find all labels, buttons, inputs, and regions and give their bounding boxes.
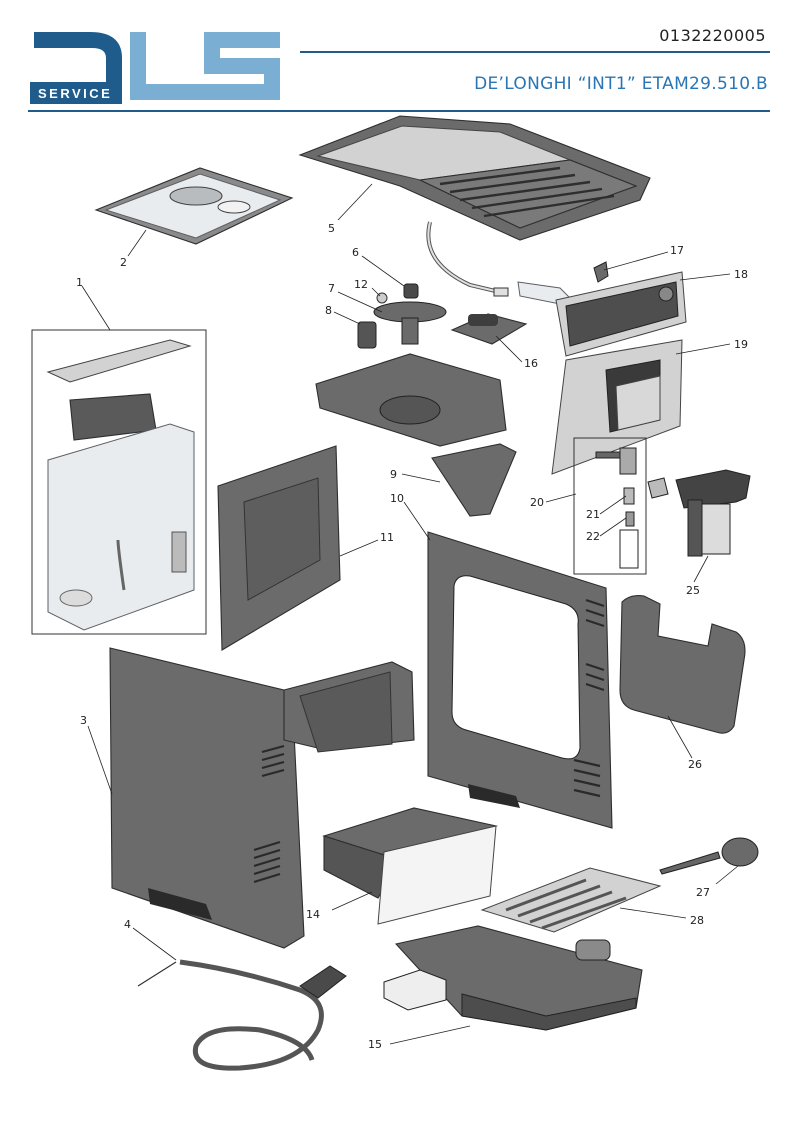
part-2-tank-lid (94, 167, 294, 245)
label-part-25: 25 (686, 584, 700, 597)
part-14-grounds-box (322, 807, 498, 925)
label-part-20: 20 (530, 496, 544, 509)
grinder-housing (315, 353, 507, 447)
part-6-knob (403, 283, 419, 299)
label-part-9: 9 (390, 468, 397, 481)
part-18-control-panel (555, 271, 687, 357)
logo-word: SERVICE (38, 86, 112, 101)
part-25-frother (647, 469, 751, 557)
part-1-water-tank (31, 329, 207, 635)
internal-frame-bracket (283, 661, 415, 753)
part-27-scoop (659, 837, 759, 875)
part-20-spout-inset (573, 437, 647, 575)
part-28-drip-grille (480, 867, 662, 933)
vent-slots-right (573, 598, 605, 798)
label-part-1: 1 (76, 276, 83, 289)
label-part-11: 11 (380, 531, 394, 544)
dls-service-logo: SERVICE (30, 32, 280, 104)
label-part-16: 16 (524, 357, 538, 370)
label-part-5: 5 (328, 222, 335, 235)
vent-slots-left (253, 744, 285, 884)
part-16-cover-plate (450, 313, 528, 345)
label-part-22: 22 (586, 530, 600, 543)
label-part-19: 19 (734, 338, 748, 351)
label-part-27: 27 (696, 886, 710, 899)
part-9-funnel (431, 443, 517, 517)
label-part-17: 17 (670, 244, 684, 257)
cup-tray-grille (439, 166, 615, 218)
part-15-drip-tray (383, 925, 643, 1031)
part-17-lever (593, 261, 609, 283)
label-part-3: 3 (80, 714, 87, 727)
model-title: DE’LONGHI “INT1” ETAM29.510.B (474, 74, 768, 94)
label-part-8: 8 (325, 304, 332, 317)
label-part-15: 15 (368, 1038, 382, 1051)
label-part-18: 18 (734, 268, 748, 281)
part-7-dispenser-disc (373, 301, 447, 345)
label-part-2: 2 (120, 256, 127, 269)
part-11-back-panel (217, 445, 341, 651)
part-5-top-cover (298, 115, 651, 305)
label-part-28: 28 (690, 914, 704, 927)
label-part-26: 26 (688, 758, 702, 771)
label-part-4: 4 (124, 918, 131, 931)
part-19-front-panel (551, 339, 683, 475)
label-part-21: 21 (586, 508, 600, 521)
document-code: 0132220005 (659, 26, 766, 45)
leader-lines (81, 183, 739, 1045)
part-10-right-panel (427, 531, 613, 829)
header-rule-bottom (28, 110, 770, 112)
label-part-7: 7 (328, 282, 335, 295)
label-part-12: 12 (354, 278, 368, 291)
label-part-10: 10 (390, 492, 404, 505)
part-4-power-cord (137, 959, 347, 1071)
part-26-drip-cover (619, 595, 746, 734)
header-rule-top (300, 51, 770, 53)
label-part-14: 14 (306, 908, 320, 921)
label-part-6: 6 (352, 246, 359, 259)
part-3-left-panel (109, 647, 305, 949)
part-8-gear (357, 321, 377, 349)
